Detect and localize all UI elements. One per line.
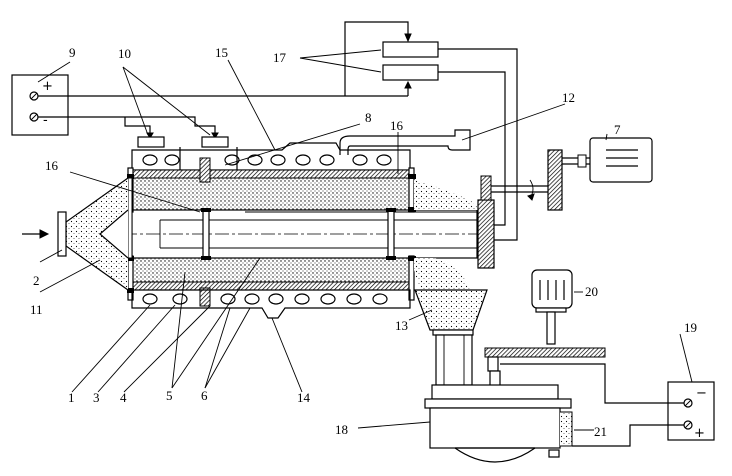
label-8: 8 bbox=[365, 110, 372, 125]
label-5: 5 bbox=[166, 388, 173, 403]
upper-jacket bbox=[131, 129, 471, 171]
label-18: 18 bbox=[335, 422, 348, 437]
motor-20 bbox=[484, 269, 606, 388]
label-15: 15 bbox=[215, 45, 228, 60]
heater-elements-10 bbox=[122, 66, 229, 148]
label-9: 9 bbox=[69, 45, 76, 60]
power-9-minus-label: - bbox=[43, 113, 48, 128]
power-19-plus-label: + bbox=[694, 426, 705, 441]
label-16-left: 16 bbox=[45, 158, 59, 173]
hopper-13 bbox=[414, 289, 488, 386]
label-19: 19 bbox=[684, 320, 697, 335]
power-19-minus-label: − bbox=[696, 386, 707, 401]
lower-jacket bbox=[131, 289, 411, 319]
power-supply-9: + - bbox=[11, 74, 69, 136]
label-13: 13 bbox=[395, 318, 408, 333]
label-16-right: 16 bbox=[390, 118, 404, 133]
label-7: 7 bbox=[614, 122, 621, 137]
mill-18 bbox=[424, 384, 573, 463]
label-11: 11 bbox=[30, 302, 43, 317]
label-12: 12 bbox=[562, 90, 575, 105]
label-1: 1 bbox=[68, 390, 75, 405]
discharge-end bbox=[414, 149, 590, 290]
label-4: 4 bbox=[120, 390, 127, 405]
power-wiring bbox=[38, 21, 412, 139]
leader-lines bbox=[37, 59, 693, 431]
label-6: 6 bbox=[201, 388, 208, 403]
label-2: 2 bbox=[33, 273, 40, 288]
inlet-cone bbox=[22, 177, 133, 291]
label-17: 17 bbox=[273, 50, 287, 65]
power-supply-19: − + bbox=[500, 363, 715, 447]
part-labels: 9 10 15 17 12 8 16 7 16 2 11 20 13 19 1 … bbox=[30, 45, 697, 439]
label-3: 3 bbox=[93, 390, 100, 405]
power-9-plus-label: + bbox=[42, 79, 53, 94]
reactor-tube bbox=[100, 157, 480, 307]
label-10: 10 bbox=[118, 46, 131, 61]
motor-7 bbox=[589, 137, 653, 183]
label-21: 21 bbox=[594, 424, 607, 439]
label-20: 20 bbox=[585, 284, 598, 299]
label-14: 14 bbox=[297, 390, 311, 405]
